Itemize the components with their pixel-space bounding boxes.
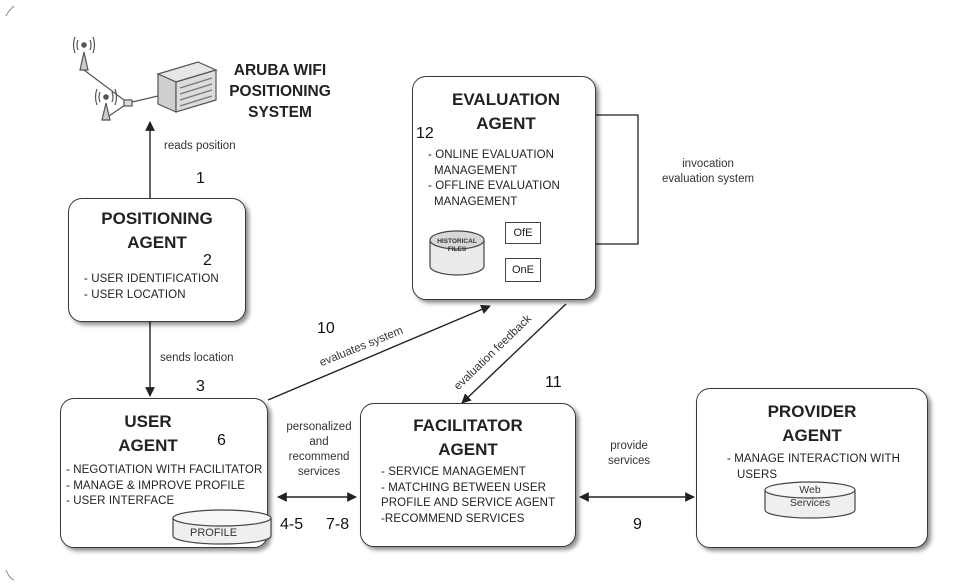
provider-agent-box	[696, 388, 928, 548]
positioning-agent-items: - USER IDENTIFICATION- USER LOCATION	[84, 273, 219, 301]
one-box: OnE	[505, 258, 541, 282]
step-10: 10	[317, 320, 335, 337]
reads-position-label: reads position	[164, 140, 236, 152]
step-1: 1	[196, 170, 205, 187]
wifi-network-icon	[72, 36, 218, 121]
historical-files-icon	[429, 230, 485, 276]
step-11: 11	[545, 374, 562, 391]
provider-agent-items: - MANAGE INTERACTION WITH USERS	[727, 453, 901, 481]
step-3: 3	[196, 378, 205, 395]
step-2: 2	[203, 252, 212, 269]
invocation-bracket	[572, 114, 639, 245]
web-services-database-icon	[764, 481, 856, 519]
profile-label: PROFILE	[190, 527, 238, 539]
profile-database-icon	[172, 509, 272, 545]
facilitator-agent-box	[360, 403, 576, 547]
step-9: 9	[633, 516, 642, 533]
evaluates-system-arrow	[267, 304, 491, 401]
sends-location-label: sends location	[160, 352, 234, 364]
user-agent-items: - NEGOTIATION WITH FACILITATOR- MANAGE &…	[66, 464, 263, 507]
step-7-8: 7-8	[326, 516, 350, 533]
step-6: 6	[217, 432, 226, 449]
evaluation-agent-items: - ONLINE EVALUATION MANAGEMENT - OFFLINE…	[428, 149, 560, 208]
ofe-box: OfE	[505, 222, 541, 244]
step-12: 12	[416, 125, 434, 142]
positioning-agent-box	[68, 198, 246, 322]
facilitator-agent-items: - SERVICE MANAGEMENT - MATCHING BETWEEN …	[381, 466, 556, 525]
evaluation-feedback-arrow	[461, 303, 567, 404]
step-4-5: 4-5	[280, 516, 304, 533]
